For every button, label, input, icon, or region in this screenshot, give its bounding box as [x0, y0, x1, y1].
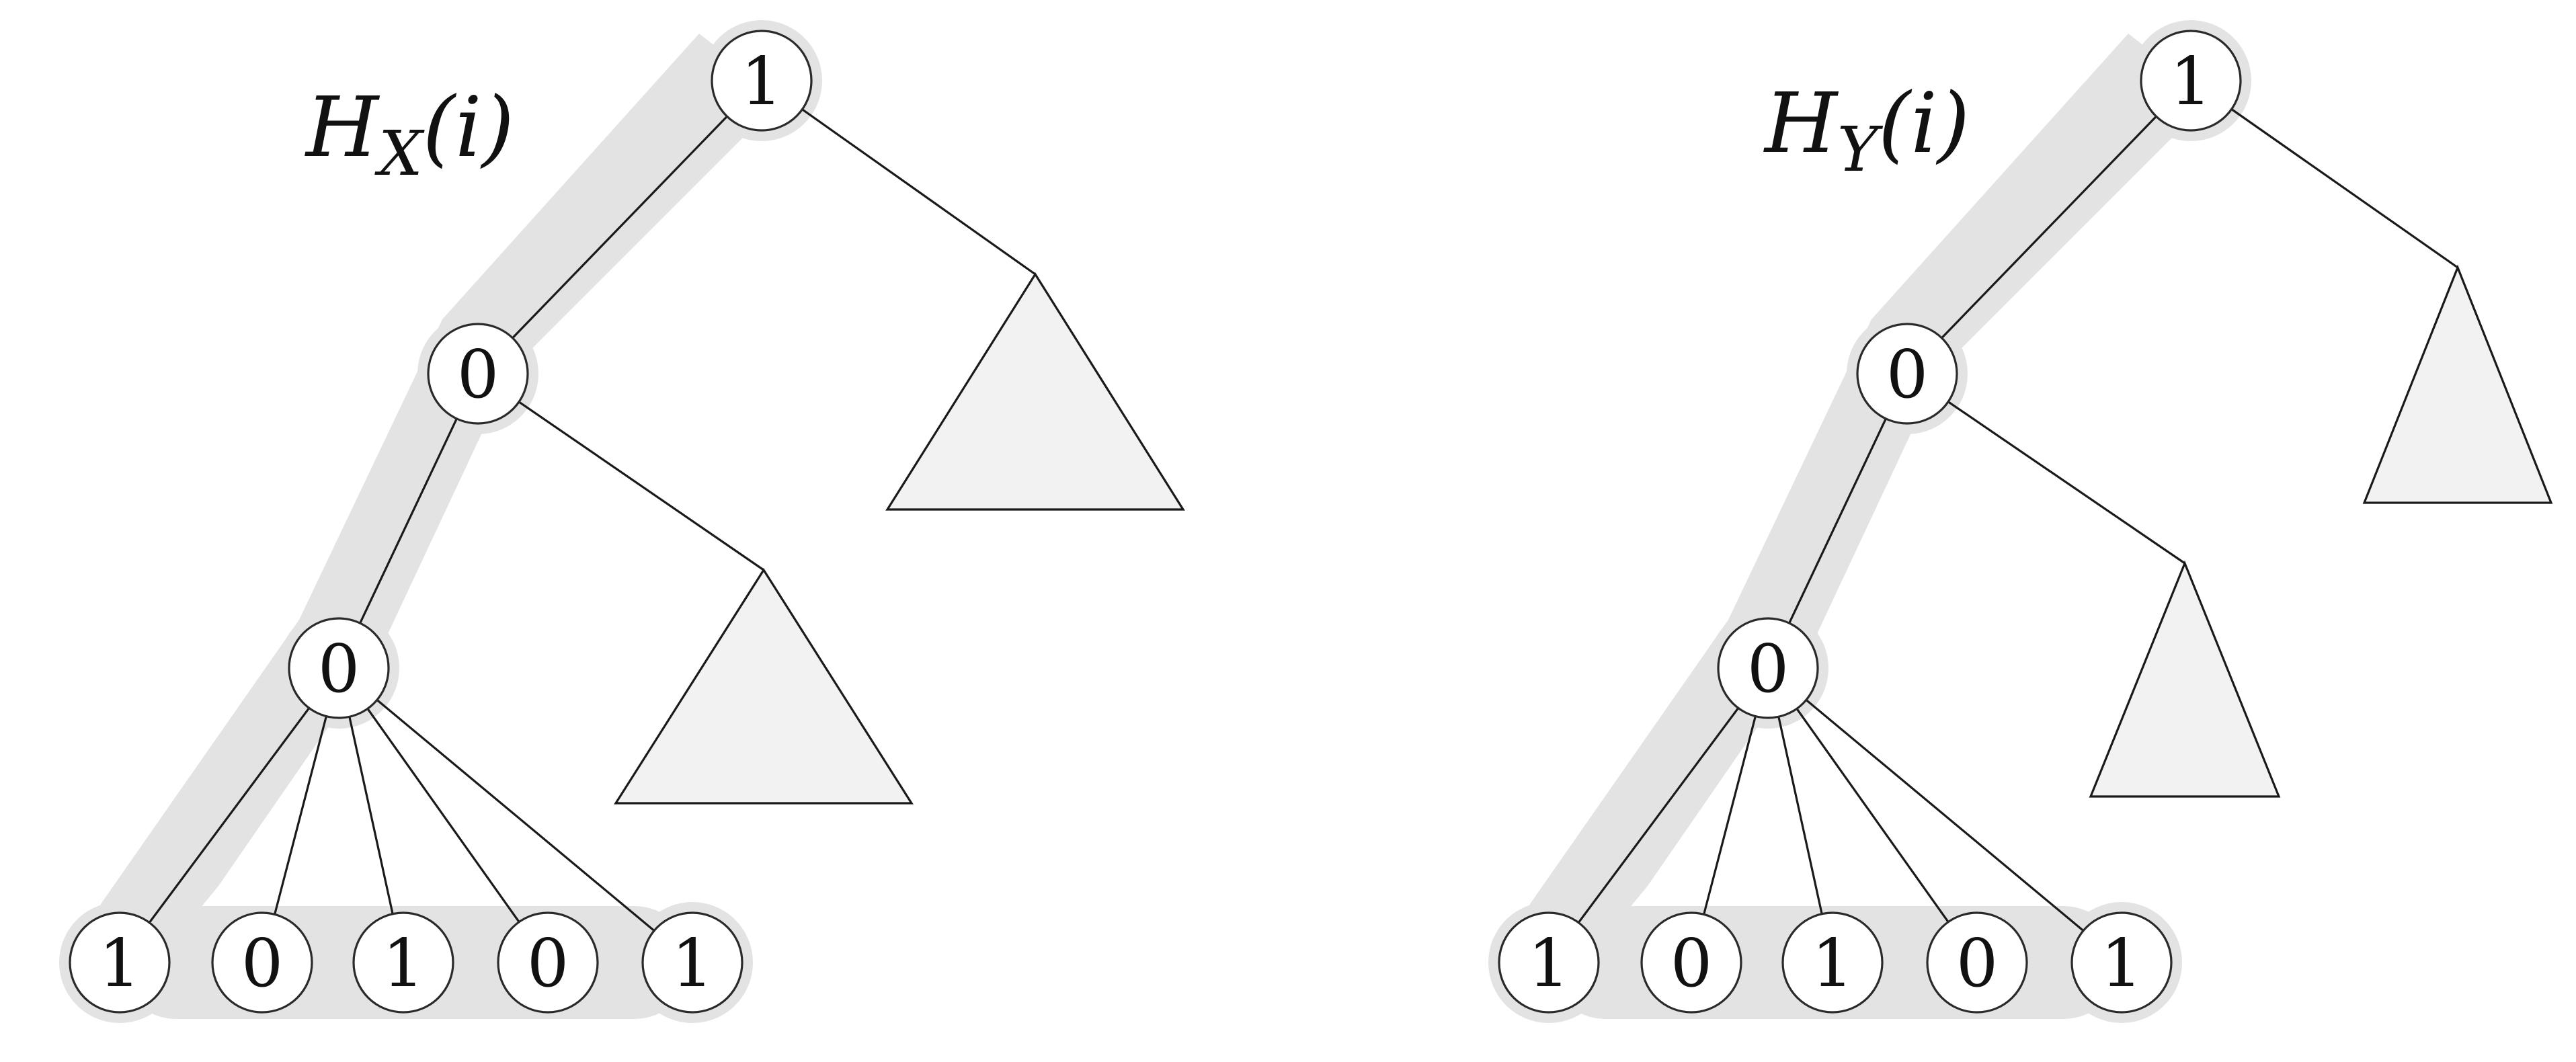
- title-argument: (i): [1878, 75, 1970, 172]
- leaf-label: 1: [1812, 926, 1853, 1002]
- leaf-label: 1: [672, 926, 713, 1002]
- tree-title-hy: HY(i): [1763, 75, 1970, 186]
- leaf-label: 1: [2101, 926, 2142, 1002]
- leaf-node: 1: [641, 911, 743, 1014]
- title-subscript: Y: [1837, 114, 1884, 186]
- node-root: 1: [711, 30, 813, 132]
- edge-l2-leaf-4: [337, 667, 549, 963]
- node-root: 1: [2140, 30, 2242, 132]
- leaf-label: 1: [99, 926, 140, 1002]
- leaf-node: 1: [2070, 911, 2173, 1014]
- node-level1: 0: [427, 323, 529, 425]
- leaf-label: 0: [527, 926, 569, 1002]
- tree-hx: 1 0 0 1 0 1 0: [59, 20, 1185, 1023]
- node-level2: 0: [288, 617, 390, 719]
- title-main: H: [1763, 75, 1839, 172]
- edge-l1-subtree: [1906, 372, 2185, 565]
- title-main: H: [305, 79, 380, 176]
- edge-l2-leaf-5: [1767, 667, 2123, 964]
- node-root-label: 1: [741, 44, 782, 120]
- edge-l2-leaf-1: [118, 667, 340, 963]
- subtree-triangle-upper: [2362, 264, 2553, 504]
- leaf-nodes: 1 0 1 0 1: [1498, 911, 2173, 1014]
- leaf-node: 0: [497, 911, 599, 1014]
- subtree-triangle-upper: [885, 272, 1185, 511]
- leaf-node: 0: [1640, 911, 1742, 1014]
- edge-l1-subtree: [477, 372, 764, 571]
- leaf-nodes: 1 0 1 0 1: [69, 911, 743, 1014]
- leaf-node: 1: [1498, 911, 1600, 1014]
- edge-l1-l2: [1767, 373, 1908, 669]
- leaf-node: 1: [1781, 911, 1884, 1014]
- node-level1-label: 0: [1886, 337, 1928, 413]
- tree-hy: 1 0 0 1 0 1 0: [1488, 20, 2553, 1023]
- leaf-label: 1: [383, 926, 424, 1002]
- edge-root-l1: [477, 79, 763, 375]
- edge-l2-leaf-1: [1547, 667, 1769, 963]
- edge-l2-leaf-4: [1767, 667, 1978, 963]
- tree-title-hx: HX(i): [305, 79, 514, 190]
- node-level2-label: 0: [1747, 631, 1789, 708]
- leaf-node: 1: [69, 911, 171, 1014]
- leaf-label: 0: [1671, 926, 1712, 1002]
- node-level1-label: 0: [457, 337, 499, 413]
- node-level1: 0: [1856, 323, 1958, 425]
- edge-l1-l2: [337, 373, 479, 669]
- edge-l2-leaf-5: [337, 667, 694, 964]
- subtree-triangle-lower: [614, 568, 914, 805]
- node-level2: 0: [1717, 617, 1819, 719]
- title-argument: (i): [423, 79, 514, 176]
- edge-root-l1: [1906, 79, 2192, 375]
- edge-root-subtree: [2190, 79, 2458, 269]
- leaf-label: 0: [1956, 926, 1998, 1002]
- leaf-node: 1: [352, 911, 454, 1014]
- leaf-label: 0: [241, 926, 283, 1002]
- leaf-node: 0: [1926, 911, 2028, 1014]
- node-root-label: 1: [2170, 44, 2212, 120]
- title-subscript: X: [374, 118, 425, 190]
- leaf-node: 0: [211, 911, 313, 1014]
- node-level2-label: 0: [318, 631, 360, 708]
- leaf-label: 1: [1528, 926, 1570, 1002]
- subtree-triangle-lower: [2089, 560, 2281, 798]
- edge-root-subtree: [761, 79, 1036, 276]
